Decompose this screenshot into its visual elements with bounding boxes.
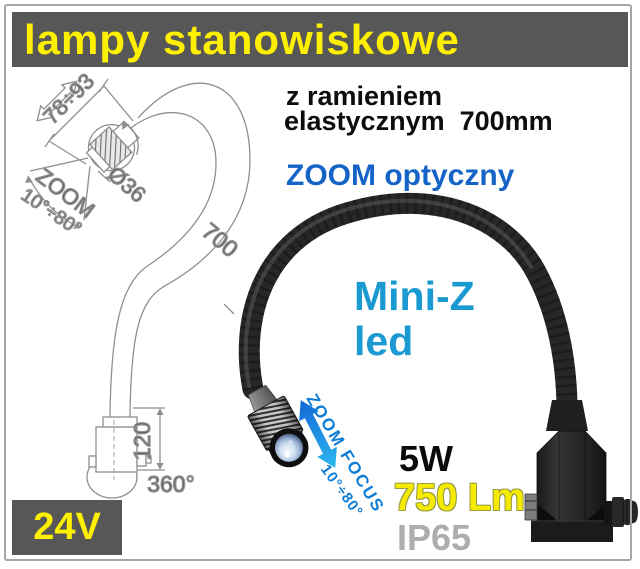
stroke-direction-arrow (36, 80, 78, 122)
photo-base-foot (531, 521, 613, 542)
drawing-arm-inner (109, 112, 217, 418)
dim-700-tick (223, 303, 235, 315)
spec-luminous-flux: 750 Lm (394, 477, 525, 519)
subtitle-line2: elastycznym 700mm (284, 106, 553, 136)
label-arm-length: 700 (197, 218, 243, 263)
photo-gooseneck-sheen (243, 198, 533, 388)
banner-title: lampy stanowiskowe (24, 15, 460, 63)
dia-leader (97, 170, 111, 183)
banner: lampy stanowiskowe (12, 12, 628, 67)
photo-base (524, 400, 638, 542)
drawing-arm-outer (129, 82, 251, 418)
photo-gooseneck (238, 192, 578, 415)
voltage-badge: 24V (12, 500, 122, 555)
spec-protection-rating: IP65 (397, 517, 472, 558)
drawing-lamp-head (85, 120, 140, 173)
subtitle-line1: z ramieniem (286, 81, 443, 111)
label-base-rotation: 360° (147, 471, 195, 497)
product-name-line1: Mini-Z (354, 273, 475, 319)
dim-78-93-lines (44, 78, 134, 165)
dim-120-lines (133, 407, 165, 471)
beam-angle-lines (27, 157, 91, 229)
cable-gland (604, 497, 638, 527)
product-name-line2: led (354, 318, 414, 364)
spec-power: 5W (399, 438, 453, 479)
photo-lamp-head (247, 384, 309, 468)
optical-zoom-label: ZOOM optyczny (286, 159, 515, 192)
technical-drawing: 78÷93 Ø36 ZOOM 10°÷80° 700 120 360° (16, 68, 251, 499)
zoom-focus-arrow (299, 400, 337, 468)
label-base-height: 120 (129, 422, 155, 460)
voltage-value: 24V (33, 506, 101, 548)
label-head-diameter: Ø36 (103, 161, 151, 207)
drawing-base-flange (102, 416, 138, 428)
label-head-length: 78÷93 (38, 68, 99, 129)
